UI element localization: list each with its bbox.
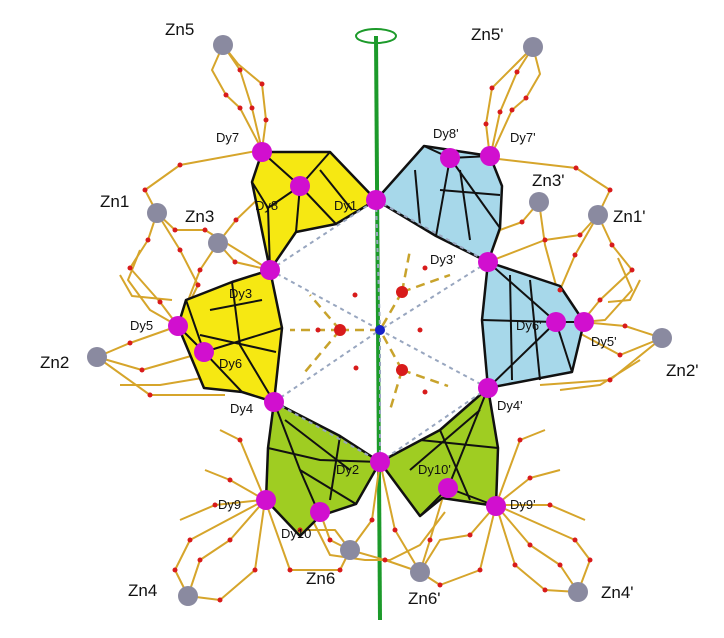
hydrogen-bonds	[269, 199, 489, 463]
label-zn3p: Zn3'	[532, 171, 565, 190]
oxygen-atoms	[127, 67, 635, 603]
polyhedron-inner-edges	[177, 145, 584, 517]
zn-atom	[213, 35, 233, 55]
dy-atom	[480, 146, 500, 166]
dy-labels: Dy7 Dy8' Dy7' Dy8 Dy1 Dy3' Dy3 Dy5 Dy6' …	[130, 126, 617, 541]
label-zn1p: Zn1'	[613, 207, 646, 226]
label-dy5: Dy5	[130, 318, 153, 333]
dy-atom	[168, 316, 188, 336]
central-atoms	[334, 286, 408, 376]
dy-atom	[252, 142, 272, 162]
label-dy9p: Dy9'	[510, 497, 536, 512]
label-dy8p: Dy8'	[433, 126, 459, 141]
dy-atom	[574, 312, 594, 332]
zn-atom	[523, 37, 543, 57]
zn-atoms	[87, 35, 672, 606]
dy-atom	[478, 378, 498, 398]
label-dy6p: Dy6'	[516, 318, 542, 333]
label-zn2: Zn2	[40, 353, 69, 372]
label-dy10p: Dy10'	[418, 462, 451, 477]
coordination-dashes	[290, 249, 451, 411]
label-zn1: Zn1	[100, 192, 129, 211]
label-zn3: Zn3	[185, 207, 214, 226]
zn-atom	[178, 586, 198, 606]
zn-atom	[410, 562, 430, 582]
dy-atom	[546, 312, 566, 332]
dy-atom	[370, 452, 390, 472]
zn-atom	[340, 540, 360, 560]
dy-atoms	[168, 142, 594, 522]
label-dy8: Dy8	[255, 198, 278, 213]
label-dy1: Dy1	[334, 198, 357, 213]
dy-atom	[260, 260, 280, 280]
c2-axis	[355, 28, 397, 621]
dy-atom	[440, 148, 460, 168]
label-dy9: Dy9	[218, 497, 241, 512]
label-zn6: Zn6	[306, 569, 335, 588]
water-oxygen-atom	[396, 286, 408, 298]
dy-atom	[256, 490, 276, 510]
dy-atom	[486, 496, 506, 516]
label-dy2: Dy2	[336, 462, 359, 477]
water-oxygen-atom	[396, 364, 408, 376]
water-oxygen-atom	[334, 324, 346, 336]
label-zn5: Zn5	[165, 20, 194, 39]
zn-labels: Zn5 Zn5' Zn1 Zn3 Zn3' Zn1' Zn2 Zn2' Zn4 …	[40, 20, 699, 608]
zn-atom	[529, 192, 549, 212]
label-dy4: Dy4	[230, 401, 253, 416]
zn-atom	[652, 328, 672, 348]
zn-atom	[208, 233, 228, 253]
polyhedron-upper-right	[374, 144, 504, 264]
central-anion-atom	[375, 325, 385, 335]
polyhedron-upper-left	[250, 150, 378, 272]
label-dy7: Dy7	[216, 130, 239, 145]
dy-atom	[194, 342, 214, 362]
label-zn6p: Zn6'	[408, 589, 441, 608]
label-dy3p: Dy3'	[430, 252, 456, 267]
dy-atom	[310, 502, 330, 522]
dy-atom	[478, 252, 498, 272]
zn-atom	[568, 582, 588, 602]
label-zn4: Zn4	[128, 581, 157, 600]
label-dy10: Dy10	[281, 526, 311, 541]
label-dy5p: Dy5'	[591, 334, 617, 349]
dy-atom	[264, 392, 284, 412]
zn-atom	[87, 347, 107, 367]
dy-atom	[290, 176, 310, 196]
zn-atom	[147, 203, 167, 223]
label-zn5p: Zn5'	[471, 25, 504, 44]
label-zn4p: Zn4'	[601, 583, 634, 602]
dy-atom	[366, 190, 386, 210]
label-dy3: Dy3	[229, 286, 252, 301]
label-dy6: Dy6	[219, 356, 242, 371]
label-dy7p: Dy7'	[510, 130, 536, 145]
label-zn2p: Zn2'	[666, 361, 699, 380]
label-dy4p: Dy4'	[497, 398, 523, 413]
polyhedron-left-mid	[176, 268, 284, 404]
dy-atom	[438, 478, 458, 498]
zn-atom	[588, 205, 608, 225]
